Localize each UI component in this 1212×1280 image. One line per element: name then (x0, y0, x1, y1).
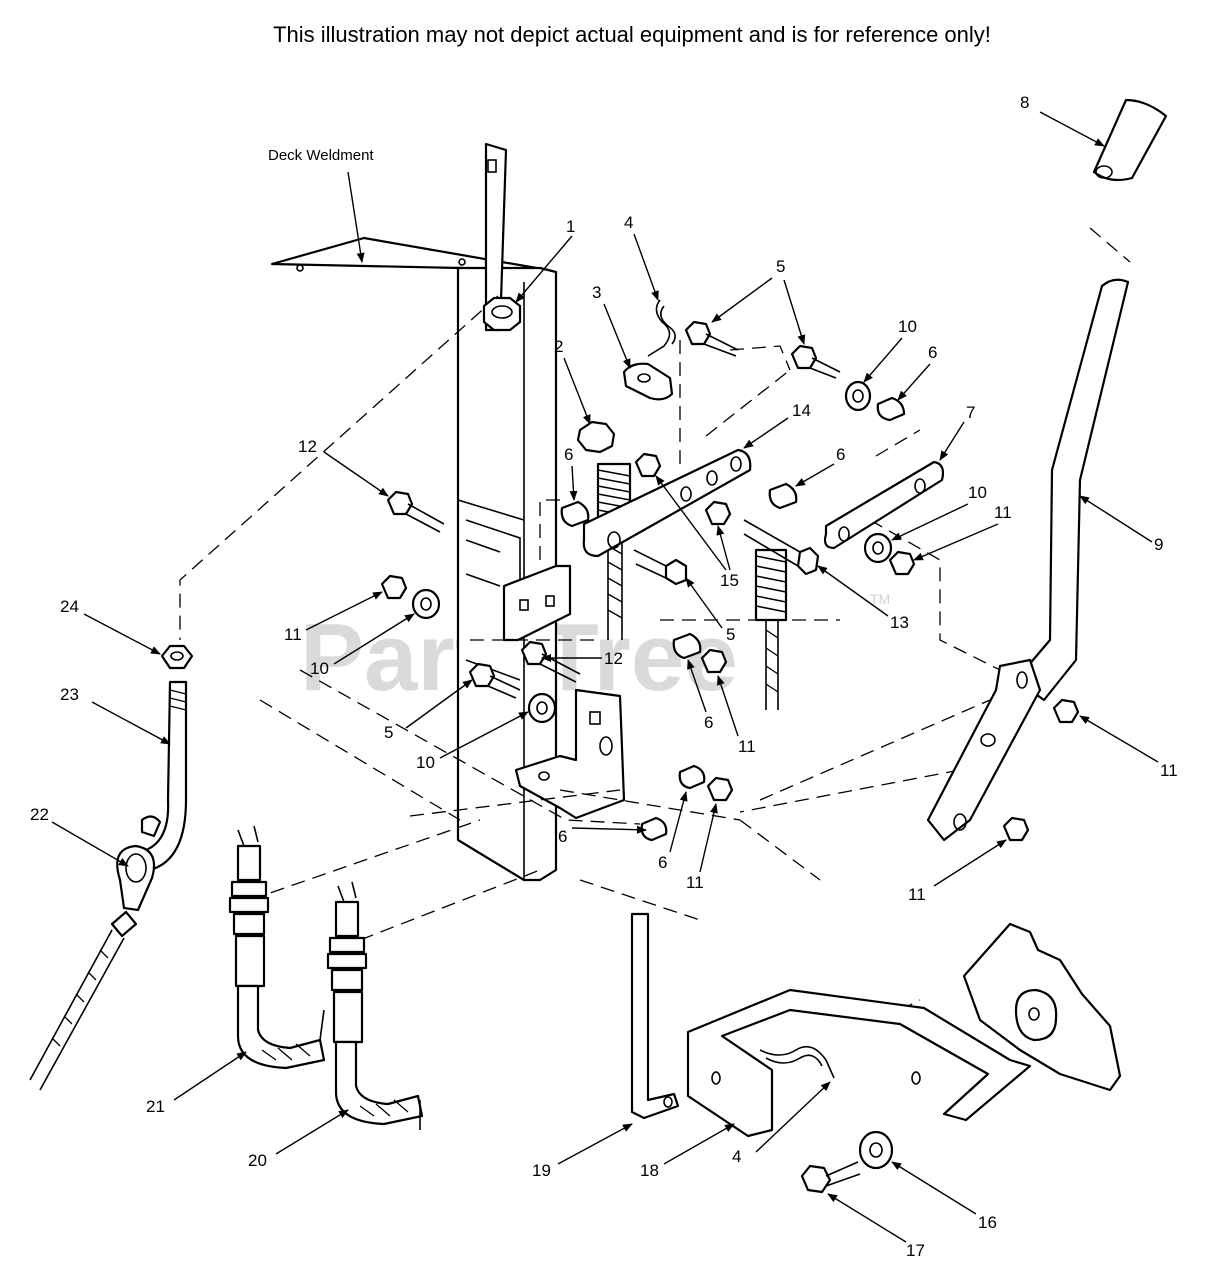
callout-labels: Deck Weldment 1 2 3 4 5 10 6 14 7 6 6 12… (30, 93, 1178, 1260)
part-1-nut (482, 296, 522, 332)
callout-24: 24 (60, 597, 79, 616)
part-6-spacer-d (672, 632, 702, 660)
callout-14: 14 (792, 401, 811, 420)
bracket-tab-lower (514, 688, 626, 820)
part-12-bolt-a (386, 490, 445, 533)
callout-12-b: 12 (604, 649, 623, 668)
part-21-cable (228, 825, 326, 1070)
callout-18: 18 (640, 1161, 659, 1180)
callout-11-b: 11 (284, 625, 302, 644)
callout-13: 13 (890, 613, 909, 632)
part-11-nut-d (706, 776, 734, 802)
callout-9: 9 (1154, 535, 1163, 554)
callout-6-a: 6 (928, 343, 937, 362)
part-6-spacer-a (876, 396, 906, 422)
part-23-j-bolt (140, 680, 188, 872)
callout-15: 15 (720, 571, 739, 590)
part-22-eye-cable (29, 844, 156, 1091)
callout-6-b: 6 (836, 445, 845, 464)
part-19-rod (630, 912, 680, 1120)
part-6-spacer-b (768, 482, 798, 510)
part-5-bolt-c (633, 549, 688, 586)
part-4-hairpin-bottom (759, 1045, 835, 1079)
callout-5-c: 5 (384, 723, 393, 742)
watermark-tm: TM (870, 591, 890, 607)
callout-3: 3 (592, 283, 601, 302)
callout-12-a: 12 (298, 437, 317, 456)
part-4-hairpin-top (647, 299, 676, 357)
part-11-nut-c (700, 648, 728, 674)
callout-2: 2 (554, 337, 563, 356)
callout-7: 7 (966, 403, 975, 422)
callout-1: 1 (566, 217, 575, 236)
callout-4-bottom: 4 (732, 1147, 741, 1166)
callout-23: 23 (60, 685, 79, 704)
callout-16: 16 (978, 1213, 997, 1232)
callout-6-c: 6 (564, 445, 573, 464)
callout-11-d: 11 (686, 873, 704, 892)
part-24-nut (160, 644, 194, 670)
callout-10-d: 10 (416, 753, 435, 772)
part-5-bolt-b (790, 344, 841, 379)
callout-4-top: 4 (624, 213, 633, 232)
part-5-bolt-a (684, 320, 739, 357)
part-17-bolt (800, 1161, 861, 1194)
callout-11-e: 11 (1160, 761, 1178, 780)
callout-22: 22 (30, 805, 49, 824)
part-11-nut-a (888, 550, 916, 576)
callout-21: 21 (146, 1097, 165, 1116)
part-6-spacer-f (640, 816, 668, 842)
part-10-washer-d (527, 692, 557, 724)
callout-11-a: 11 (994, 503, 1012, 522)
part-10-washer-b (863, 532, 893, 564)
spring-right (754, 548, 788, 710)
part-6-spacer-c (560, 500, 590, 528)
part-2-nut (576, 420, 616, 454)
callout-19: 19 (532, 1161, 551, 1180)
part-14-link-plate (582, 448, 752, 558)
part-11-nut-b (380, 574, 408, 600)
part-10-washer-a (844, 380, 872, 412)
part-11-nut-e (1052, 698, 1080, 724)
callout-10-a: 10 (898, 317, 917, 336)
part-13-bolt (743, 519, 820, 576)
callout-5-b: 5 (726, 625, 735, 644)
part-6-spacer-e (678, 764, 706, 790)
disclaimer-text: This illustration may not depict actual … (273, 22, 991, 47)
callout-10-b: 10 (968, 483, 987, 502)
part-15-nut-b (704, 500, 732, 526)
part-18-bracket (686, 922, 1122, 1138)
part-10-washer-c (411, 588, 441, 620)
callout-20: 20 (248, 1151, 267, 1170)
part-7-link-plate (823, 460, 945, 550)
callout-8: 8 (1020, 93, 1029, 112)
part-8-grip (1092, 98, 1168, 182)
callout-6-f: 6 (658, 853, 667, 872)
callout-11-f: 11 (908, 885, 926, 904)
callout-5-top: 5 (776, 257, 785, 276)
callout-11-c: 11 (738, 737, 756, 756)
part-5-bolt-d (468, 662, 521, 699)
part-11-nut-f (1002, 816, 1030, 842)
part-15-nut-a (634, 452, 662, 478)
deck-weldment-label: Deck Weldment (268, 147, 374, 164)
callout-17: 17 (906, 1241, 925, 1260)
callout-10-c: 10 (310, 659, 329, 678)
part-9-lever (926, 278, 1130, 842)
part-16-washer (858, 1130, 894, 1170)
part-20-cable (319, 881, 424, 1130)
callout-6-e: 6 (558, 827, 567, 846)
callout-6-d: 6 (704, 713, 713, 732)
part-3-pin (622, 362, 674, 401)
